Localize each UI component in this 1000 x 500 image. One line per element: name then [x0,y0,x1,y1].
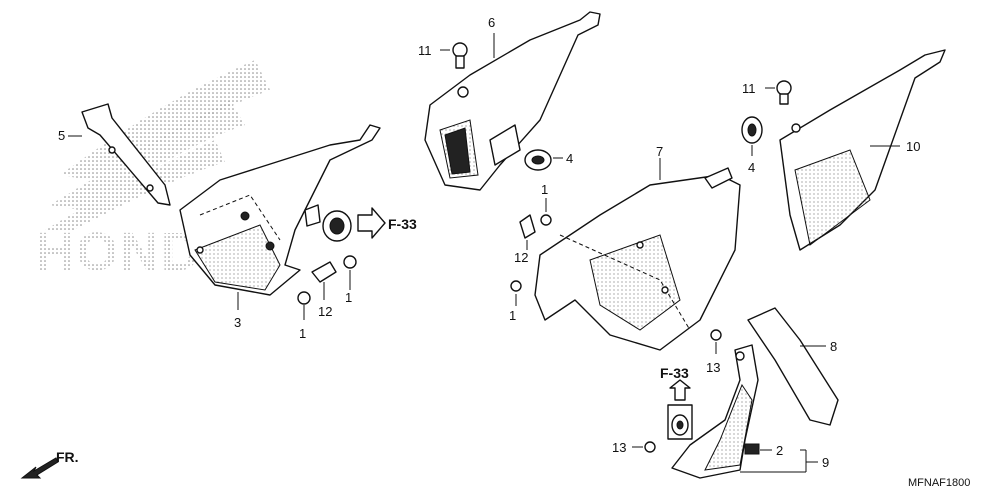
part-10-right-side-cover [779,49,946,251]
part-6-upper-cover [424,11,601,191]
callout-1-a: 1 [345,290,352,305]
part-4-grommet-left [524,149,563,171]
callout-1-b: 1 [299,326,306,341]
callout-12-mid: 12 [514,250,528,265]
part-11-bolt-left [440,42,468,69]
callout-2: 2 [776,443,783,458]
callout-9: 9 [822,455,829,470]
diagram-code: MFNAF1800 [908,477,970,489]
callout-5: 5 [58,128,65,143]
ref-f33-up: F-33 [660,365,689,381]
callout-13-upper: 13 [706,360,720,375]
callout-7: 7 [656,144,663,159]
part-9-lower-cover [671,344,818,479]
callout-12-left: 12 [318,304,332,319]
callout-11-left: 11 [418,43,432,58]
callout-4-left: 4 [566,151,573,166]
f33-arrow-right: F-33 [357,207,417,239]
part-5-bracket [81,103,171,206]
callout-3: 3 [234,315,241,330]
hardware-part-7 [510,198,722,354]
callout-4-right: 4 [748,160,755,175]
hardware-part-3 [237,255,357,320]
grommet-left [304,204,352,242]
part-4-grommet-right [741,116,763,156]
callout-1-d: 1 [509,308,516,323]
callout-6: 6 [488,15,495,30]
part-8-trim [747,307,839,426]
callout-8: 8 [830,339,837,354]
part-3-left-side-cover [179,124,381,296]
callout-13-lower: 13 [612,440,626,455]
callout-10: 10 [906,139,920,154]
callout-1-c: 1 [541,182,548,197]
callout-11-right: 11 [742,81,756,96]
callout-labels: 5 3 12 1 1 11 6 4 1 12 1 7 11 4 10 13 8 … [58,15,920,470]
front-arrow: FR. [20,449,79,479]
part-13-screw-lower [632,441,656,453]
f33-arrow-up: F-33 [660,365,693,440]
part-7-rear-fender [534,158,741,351]
ref-f33-right: F-33 [388,216,417,232]
front-label: FR. [56,449,79,465]
part-11-bolt-right [765,80,792,105]
